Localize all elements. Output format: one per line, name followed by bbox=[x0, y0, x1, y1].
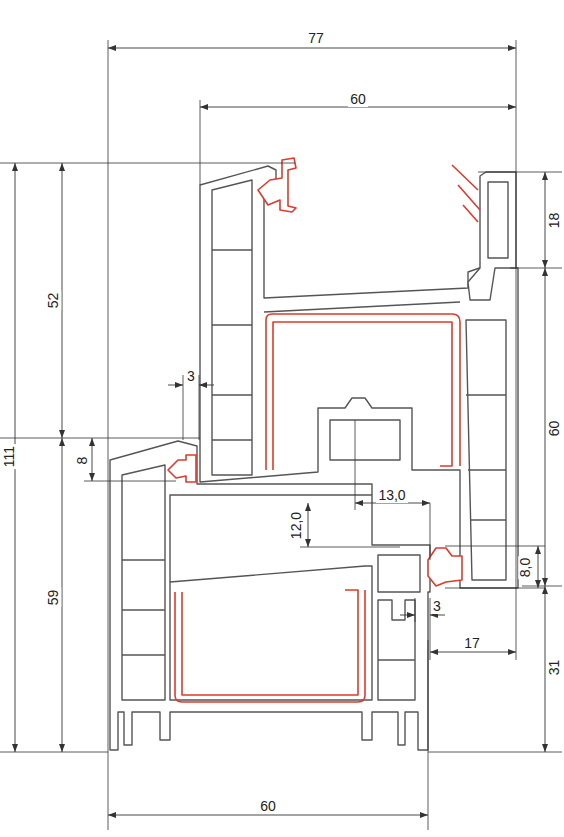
frame-profile bbox=[378, 600, 415, 700]
frame-profile bbox=[378, 659, 415, 660]
extension-line bbox=[300, 547, 400, 548]
dimension-label: 17 bbox=[462, 636, 482, 651]
dimension-label: 31 bbox=[547, 657, 562, 677]
extension-line bbox=[445, 588, 545, 589]
extension-line bbox=[522, 586, 562, 587]
dimension-label: 13,0 bbox=[376, 488, 407, 503]
extension-line bbox=[200, 100, 201, 185]
dimension-line bbox=[108, 815, 428, 816]
dimension-label: 3 bbox=[431, 599, 443, 614]
dimension-line bbox=[545, 586, 546, 752]
dimension-line bbox=[62, 438, 63, 752]
sash-profile bbox=[470, 519, 506, 520]
dimension-line bbox=[545, 172, 546, 268]
dimension-label: 77 bbox=[306, 31, 326, 46]
glazing-bead bbox=[468, 172, 516, 300]
sash-profile bbox=[330, 420, 400, 460]
extension-line bbox=[0, 438, 200, 439]
steel-reinforcement bbox=[175, 590, 365, 702]
frame-profile bbox=[122, 465, 165, 700]
dimension-lines bbox=[0, 40, 562, 830]
steel-reinforcement bbox=[175, 314, 460, 702]
sash-profile bbox=[212, 439, 252, 440]
dimension-line bbox=[308, 503, 309, 547]
sash-profile bbox=[468, 469, 506, 470]
glazing-bead bbox=[468, 172, 516, 300]
sash-profile bbox=[264, 302, 460, 312]
extension-line bbox=[428, 752, 562, 753]
sash-profile bbox=[212, 324, 252, 325]
dimension-label: 3 bbox=[185, 369, 197, 384]
gasket bbox=[258, 158, 296, 212]
dimension-line bbox=[62, 163, 63, 438]
dimension-line bbox=[108, 48, 516, 49]
frame-profile bbox=[110, 441, 430, 750]
extension-line bbox=[108, 40, 109, 830]
dimension-label: 60 bbox=[547, 418, 562, 438]
frame-profile bbox=[122, 559, 165, 560]
frame-profile bbox=[170, 566, 372, 700]
gasket bbox=[168, 455, 196, 482]
dimension-label: 60 bbox=[348, 92, 368, 107]
dimension-line bbox=[200, 107, 516, 108]
sash-profile bbox=[212, 180, 252, 475]
dimension-label: 52 bbox=[46, 290, 61, 310]
sash-profile bbox=[212, 394, 252, 395]
dimension-label: 12,0 bbox=[290, 509, 305, 540]
steel-reinforcement bbox=[266, 314, 460, 470]
extension-line bbox=[516, 40, 517, 660]
dimension-label: 60 bbox=[258, 799, 278, 814]
extension-line bbox=[355, 420, 356, 510]
extension-line bbox=[84, 481, 176, 482]
frame-profile bbox=[170, 495, 372, 582]
dimension-line bbox=[545, 268, 546, 586]
sash-profile bbox=[466, 320, 506, 580]
extension-line bbox=[415, 598, 416, 622]
frame-profile bbox=[122, 654, 165, 655]
sash-profile bbox=[200, 166, 518, 588]
steel-reinforcement bbox=[182, 590, 358, 695]
dimension-line bbox=[430, 615, 445, 616]
dimension-line bbox=[92, 438, 93, 481]
extension-line bbox=[478, 172, 562, 173]
dimension-line bbox=[199, 385, 214, 386]
sash-profile bbox=[212, 249, 252, 250]
dimension-label: 8,0 bbox=[519, 555, 534, 578]
dimension-label: 18 bbox=[547, 210, 562, 230]
dimension-label: 8 bbox=[75, 454, 90, 466]
frame-profile bbox=[122, 609, 165, 610]
dimension-label: 111 bbox=[3, 443, 18, 468]
dimension-label: 59 bbox=[46, 587, 61, 607]
extension-line bbox=[510, 268, 562, 269]
sash-profile bbox=[200, 166, 518, 588]
extension-line bbox=[0, 163, 295, 164]
sash-profile bbox=[466, 394, 506, 395]
extension-line bbox=[428, 640, 429, 830]
extension-line bbox=[430, 503, 431, 560]
frame-profile bbox=[378, 555, 420, 592]
glazing-bead bbox=[488, 182, 508, 258]
steel-reinforcement bbox=[273, 322, 452, 470]
dimension-line bbox=[168, 385, 183, 386]
gasket bbox=[428, 548, 462, 586]
gasket bbox=[452, 165, 480, 222]
gasket bbox=[168, 158, 480, 586]
frame-profile bbox=[110, 441, 430, 750]
dimension-line bbox=[355, 503, 430, 504]
dimension-line bbox=[538, 546, 539, 588]
extension-line bbox=[0, 752, 108, 753]
dimension-line bbox=[430, 652, 516, 653]
dimension-line bbox=[400, 615, 415, 616]
extension-line bbox=[445, 546, 545, 547]
